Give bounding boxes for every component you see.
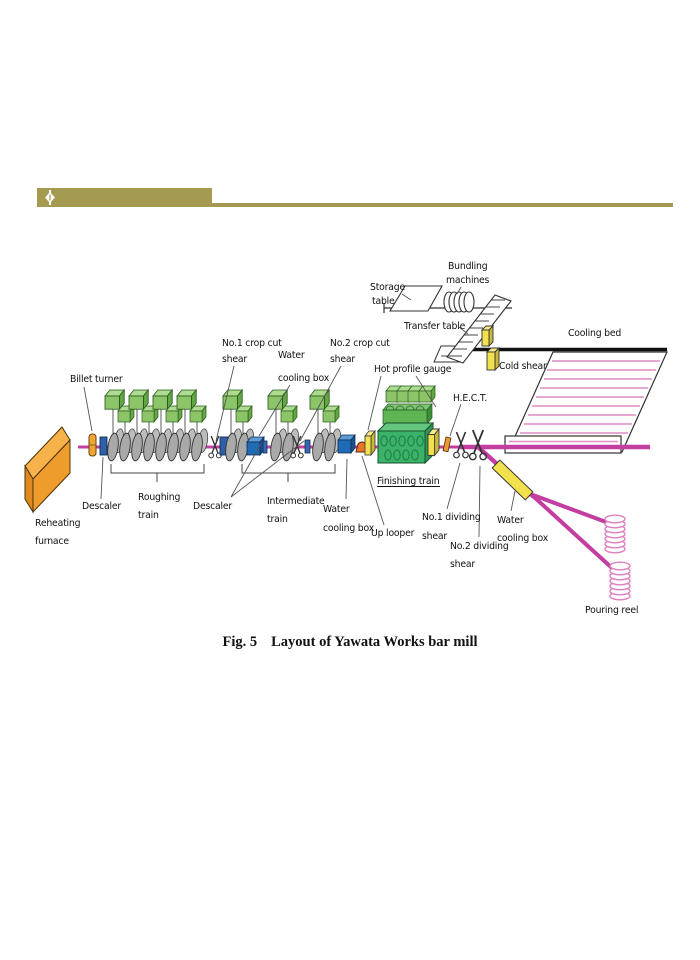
- billet-turner: [88, 433, 97, 457]
- label-no1-crop-cut-shear: No.1 crop cut: [222, 338, 282, 349]
- label-no2-dividing-shear: No.2 dividing: [450, 541, 509, 552]
- label-reheating-furnace-2: furnace: [35, 536, 69, 547]
- label-pouring-reel: Pouring reel: [585, 605, 638, 616]
- intermediate-train-bracket: [241, 464, 336, 482]
- pouring-reel-1: [604, 514, 626, 554]
- label-reheating-furnace: Reheating: [35, 518, 81, 529]
- storage-table: [389, 285, 443, 312]
- label-water-cooling-box-top-2: cooling box: [278, 373, 330, 384]
- label-water-cooling-box-mid-2: cooling box: [323, 523, 375, 534]
- header-bar: [37, 188, 212, 207]
- label-cold-shear: Cold shear: [499, 361, 547, 372]
- label-descaler-1: Descaler: [82, 501, 121, 512]
- label-no1-dividing-shear-2: shear: [422, 531, 447, 542]
- label-no1-dividing-shear: No.1 dividing: [422, 512, 481, 523]
- figure-title: Layout of Yawata Works bar mill: [271, 634, 478, 650]
- label-hect: H.E.C.T.: [453, 393, 487, 404]
- leader-lines: [83, 286, 516, 538]
- diagram-labels: Storage table Bundling machines Transfer…: [35, 261, 638, 616]
- label-storage-table-2: table: [372, 296, 395, 307]
- run-out-table: [504, 435, 622, 454]
- label-transfer-table: Transfer table: [403, 321, 466, 332]
- label-no2-crop-cut-shear-2: shear: [330, 354, 355, 365]
- label-no2-crop-cut-shear: No.2 crop cut: [330, 338, 390, 349]
- label-water-cooling-box-reel-2: cooling box: [497, 533, 549, 544]
- label-intermediate-train-2: train: [267, 514, 288, 525]
- label-roughing-train-2: train: [138, 510, 159, 521]
- figure-caption: Fig. 5 Layout of Yawata Works bar mill: [0, 634, 700, 651]
- label-roughing-train: Roughing: [138, 492, 180, 503]
- label-intermediate-train: Intermediate: [267, 496, 325, 507]
- label-no2-dividing-shear-2: shear: [450, 559, 475, 570]
- guide-1: [262, 440, 268, 454]
- water-cooling-box-3: [491, 459, 534, 501]
- label-water-cooling-box-mid: Water: [323, 504, 350, 515]
- label-bundling-machines-2: machines: [446, 275, 490, 286]
- label-billet-turner: Billet turner: [70, 374, 123, 385]
- guide-2: [304, 439, 311, 454]
- water-cooling-box-2: [337, 434, 356, 454]
- label-water-cooling-box-top: Water: [278, 350, 305, 361]
- descaler-1: [99, 436, 108, 456]
- reheating-furnace: [24, 426, 71, 514]
- label-no1-crop-cut-shear-2: shear: [222, 354, 247, 365]
- roughing-train-bracket: [110, 464, 205, 482]
- transfer-table: [446, 294, 512, 364]
- cold-shear: [480, 324, 501, 372]
- pass-line: [78, 444, 650, 570]
- bundling-machines: [443, 291, 475, 313]
- label-water-cooling-box-reel: Water: [497, 515, 524, 526]
- label-finishing-train: Finishing train: [377, 476, 440, 487]
- water-cooling-box-1: [246, 436, 265, 456]
- header-rule: [212, 203, 673, 207]
- label-cooling-bed: Cooling bed: [568, 328, 621, 339]
- bundling-area: [383, 285, 512, 364]
- intermediate-train: [222, 389, 343, 463]
- diamond-bullet-icon: [45, 190, 55, 205]
- figure-number: Fig. 5: [222, 634, 258, 650]
- label-up-looper: Up looper: [371, 528, 415, 539]
- hect-unit: [442, 436, 452, 453]
- label-storage-table: Storage: [370, 282, 405, 293]
- roughing-train: [104, 389, 210, 463]
- label-hot-profile-gauge: Hot profile gauge: [374, 364, 452, 375]
- finishing-train: [364, 385, 440, 465]
- pouring-reel-2: [609, 561, 631, 601]
- label-descaler-2: Descaler: [193, 501, 232, 512]
- label-bundling-machines: Bundling: [448, 261, 488, 272]
